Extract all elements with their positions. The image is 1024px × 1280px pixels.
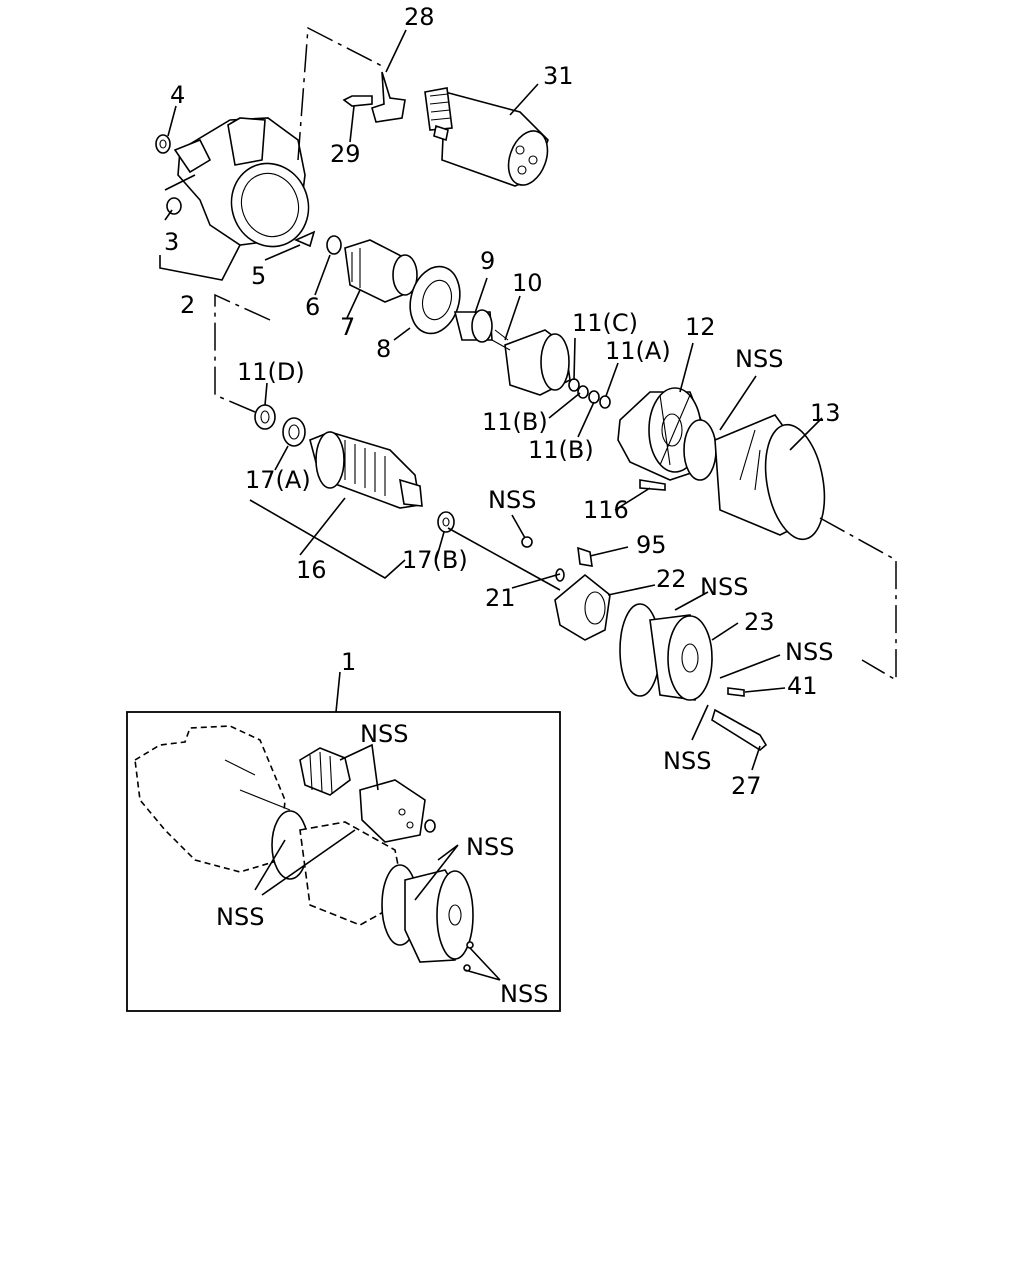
inset-nss-label-left: NSS bbox=[216, 903, 264, 931]
label-6: 6 bbox=[305, 293, 320, 321]
inset-nss-label-bottom: NSS bbox=[500, 980, 548, 1008]
bearing-part-17a bbox=[282, 417, 306, 447]
solenoid-part bbox=[424, 87, 549, 187]
label-17a: 17(A) bbox=[245, 466, 311, 494]
label-22: 22 bbox=[656, 565, 687, 593]
nss-label-22: NSS bbox=[700, 573, 748, 601]
label-11b-first: 11(B) bbox=[482, 408, 548, 436]
label-3: 3 bbox=[164, 228, 179, 256]
bracket-part bbox=[371, 71, 406, 123]
inset-assembly-box: NSS NSS NSS NSS bbox=[126, 711, 561, 1012]
washer-part-11c bbox=[568, 378, 580, 392]
shaft-part-9 bbox=[453, 309, 493, 343]
pin-part-5 bbox=[294, 230, 316, 248]
armature-part bbox=[309, 431, 423, 509]
washer-part-11a bbox=[599, 395, 611, 409]
nut-part-4 bbox=[155, 134, 171, 154]
label-9: 9 bbox=[480, 247, 495, 275]
bolt-part-116 bbox=[639, 479, 666, 491]
label-8: 8 bbox=[376, 335, 391, 363]
brush-part-95 bbox=[577, 546, 593, 567]
label-21: 21 bbox=[485, 584, 516, 612]
housing-part bbox=[173, 117, 310, 248]
label-11a: 11(A) bbox=[605, 337, 671, 365]
nss-label-12: NSS bbox=[735, 345, 783, 373]
bearing-part-17b bbox=[437, 511, 455, 533]
nss-label-23: NSS bbox=[785, 638, 833, 666]
label-11d: 11(D) bbox=[237, 358, 305, 386]
label-4: 4 bbox=[170, 81, 185, 109]
gear-housing-part-10 bbox=[491, 329, 571, 396]
label-7: 7 bbox=[340, 313, 355, 341]
washer-part-11b2 bbox=[588, 390, 600, 404]
bushing-part-3 bbox=[166, 197, 182, 215]
label-23: 23 bbox=[744, 608, 775, 636]
label-95: 95 bbox=[636, 531, 667, 559]
label-10: 10 bbox=[512, 269, 543, 297]
screw-part-41 bbox=[727, 687, 745, 697]
nss-label-27: NSS bbox=[663, 747, 711, 775]
label-28: 28 bbox=[404, 3, 435, 31]
washer-part-11d bbox=[254, 404, 276, 430]
label-13: 13 bbox=[810, 399, 841, 427]
inset-nss-label-top: NSS bbox=[360, 720, 408, 748]
pinion-part-7 bbox=[344, 239, 418, 303]
washer-part-6 bbox=[326, 235, 342, 255]
label-11b-second: 11(B) bbox=[528, 436, 594, 464]
end-cover-part-23 bbox=[649, 614, 713, 701]
label-11c: 11(C) bbox=[572, 309, 638, 337]
label-5: 5 bbox=[251, 262, 266, 290]
label-29: 29 bbox=[330, 140, 361, 168]
part-labels: 28 31 29 4 3 5 2 6 7 8 9 10 11(C) 11(A) … bbox=[164, 3, 841, 800]
brush-plate-part-22 bbox=[554, 573, 611, 641]
plate-part-8 bbox=[409, 265, 461, 335]
assembly-lines bbox=[214, 26, 897, 682]
leader-lines bbox=[159, 29, 823, 771]
label-16: 16 bbox=[296, 556, 327, 584]
nss-ring-12 bbox=[683, 419, 717, 481]
label-2: 2 bbox=[180, 291, 195, 319]
bolt-part-29 bbox=[342, 95, 373, 107]
label-12: 12 bbox=[685, 313, 716, 341]
washer-part-11b1 bbox=[577, 385, 589, 399]
label-31: 31 bbox=[543, 62, 574, 90]
yoke-part-13 bbox=[714, 414, 826, 541]
bolt-part-27 bbox=[711, 708, 768, 751]
label-1: 1 bbox=[341, 648, 356, 676]
label-17b: 17(B) bbox=[402, 546, 468, 574]
label-116: 116 bbox=[583, 496, 629, 524]
screw-part-nss-95 bbox=[521, 536, 533, 548]
nss-label-95: NSS bbox=[488, 486, 536, 514]
label-41: 41 bbox=[787, 672, 818, 700]
inset-nss-label-right: NSS bbox=[466, 833, 514, 861]
label-27: 27 bbox=[731, 772, 762, 800]
